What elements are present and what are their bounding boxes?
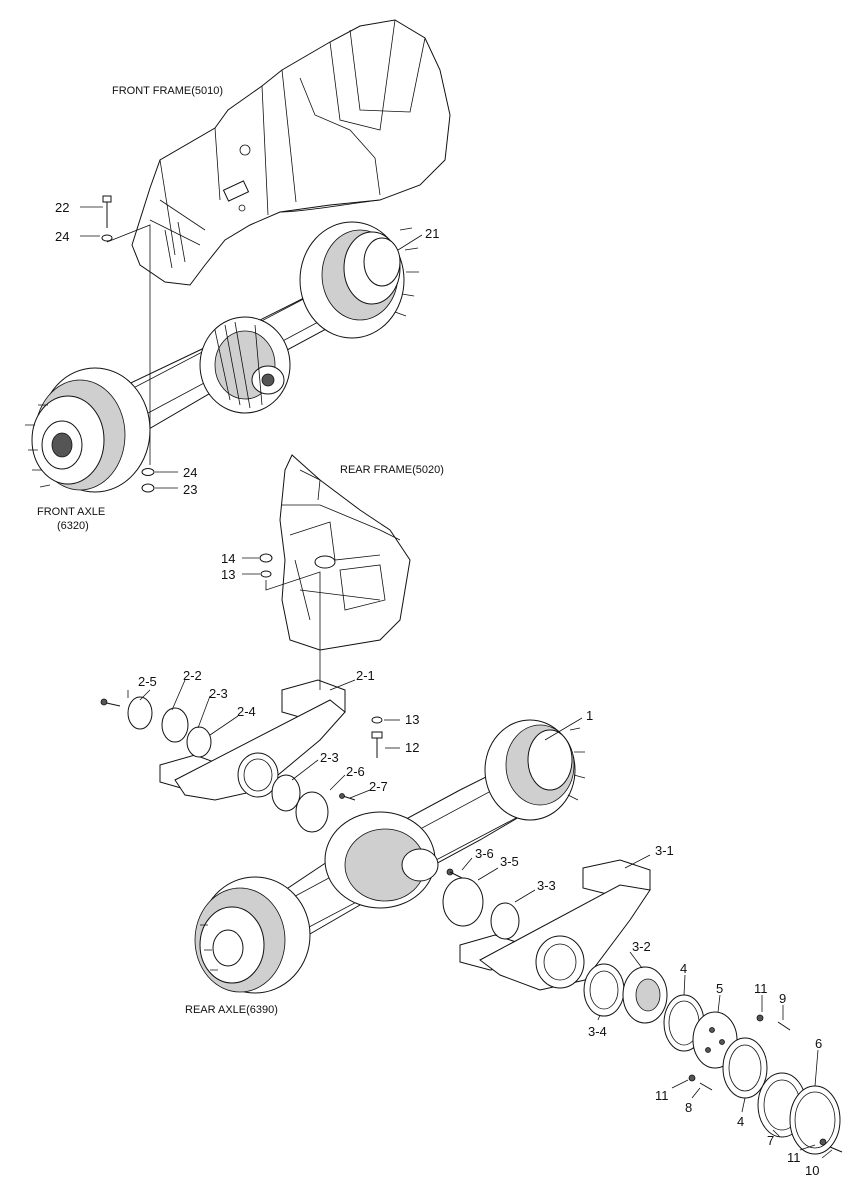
callout-2-1: 2-1 <box>356 668 375 683</box>
rear-support-bracket <box>442 859 843 1155</box>
callout-4: 4 <box>680 961 687 976</box>
front-axle-drawing <box>25 221 419 493</box>
callout-10: 10 <box>805 1163 819 1178</box>
callout-2-6: 2-6 <box>346 764 365 779</box>
front-support-bracket <box>100 679 356 833</box>
callout-21: 21 <box>425 226 439 241</box>
rear-frame-drawing <box>279 454 411 651</box>
callout-3-3: 3-3 <box>537 878 556 893</box>
rear-axle-drawing <box>194 719 586 994</box>
callout-2-3: 2-3 <box>209 686 228 701</box>
callout-11: 11 <box>655 1088 669 1103</box>
callout-3-6: 3-6 <box>475 846 494 861</box>
callout-6: 6 <box>815 1036 822 1051</box>
callout-3-2: 3-2 <box>632 939 651 954</box>
rear-axle-caption: REAR AXLE(6390) <box>185 1004 278 1016</box>
callout-2-2: 2-2 <box>183 668 202 683</box>
callout-13: 13 <box>405 712 419 727</box>
callout-12: 12 <box>405 740 419 755</box>
callout-2-5: 2-5 <box>138 674 157 689</box>
callout-8: 8 <box>685 1100 692 1115</box>
callout-11: 11 <box>787 1150 801 1165</box>
rear-frame-caption: REAR FRAME(5020) <box>340 464 444 476</box>
callout-3-4: 3-4 <box>588 1024 607 1039</box>
front-frame-drawing <box>131 19 451 286</box>
front-axle-caption: FRONT AXLE <box>37 506 105 518</box>
callout-2-7: 2-7 <box>369 779 388 794</box>
callout-2-4: 2-4 <box>237 704 256 719</box>
callout-5: 5 <box>716 981 723 996</box>
callout-7: 7 <box>767 1133 774 1148</box>
callout-22: 22 <box>55 200 69 215</box>
front-frame-caption: FRONT FRAME(5010) <box>112 85 223 97</box>
callout-3-5: 3-5 <box>500 854 519 869</box>
callout-24: 24 <box>55 229 69 244</box>
callout-9: 9 <box>779 991 786 1006</box>
callout-3-1: 3-1 <box>655 843 674 858</box>
front-axle-number-caption: (6320) <box>57 520 89 532</box>
callout-2-3: 2-3 <box>320 750 339 765</box>
leader-lines <box>80 206 833 1159</box>
callout-13: 13 <box>221 567 235 582</box>
callout-1: 1 <box>586 708 593 723</box>
callout-14: 14 <box>221 551 235 566</box>
callout-11: 11 <box>754 981 768 996</box>
fasteners <box>101 195 383 758</box>
callout-24: 24 <box>183 465 197 480</box>
callout-23: 23 <box>183 482 197 497</box>
callout-4: 4 <box>737 1114 744 1129</box>
